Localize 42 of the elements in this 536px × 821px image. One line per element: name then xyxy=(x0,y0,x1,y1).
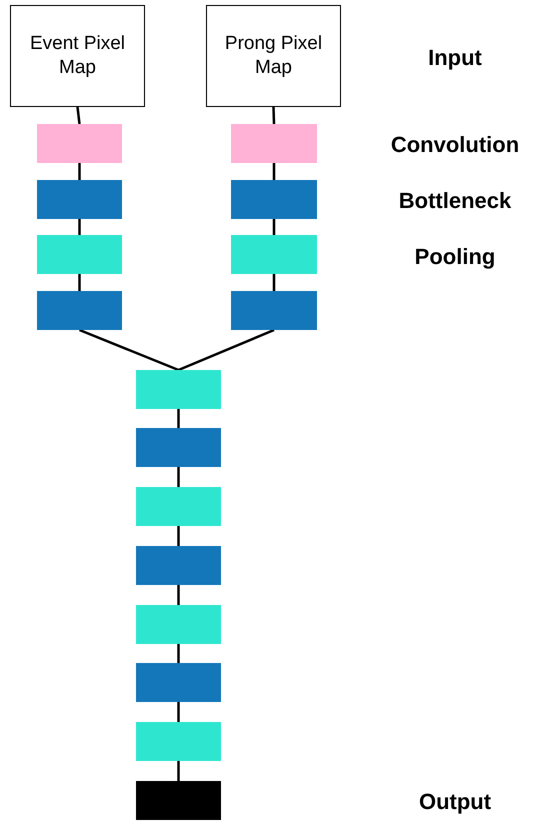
layer-block xyxy=(136,487,221,526)
connector-line xyxy=(177,702,180,722)
connector-line xyxy=(177,409,180,428)
connector-line xyxy=(78,274,81,291)
layer-block xyxy=(231,235,317,274)
layer-type-label: Convolution xyxy=(390,132,520,158)
input-label: Prong Pixel Map xyxy=(224,32,324,80)
connector-line xyxy=(272,163,276,180)
connector-line xyxy=(78,163,81,180)
connector-line xyxy=(177,526,180,546)
connector-line xyxy=(76,106,81,124)
connector-line xyxy=(272,219,276,235)
layer-block xyxy=(37,235,122,274)
connector-line xyxy=(177,585,180,605)
input-box xyxy=(206,5,341,107)
layer-block xyxy=(231,291,317,330)
layer-type-label: Pooling xyxy=(414,244,496,270)
connector-line xyxy=(272,274,276,291)
connector-line xyxy=(177,467,180,487)
layer-type-label: Output xyxy=(418,789,492,815)
connector-line xyxy=(177,644,180,663)
layer-block xyxy=(136,781,221,820)
layer-block xyxy=(37,124,122,163)
input-box xyxy=(10,5,145,107)
input-label: Event Pixel Map xyxy=(28,32,126,80)
connector-line xyxy=(177,761,180,781)
connector-line xyxy=(272,106,276,124)
layer-block xyxy=(37,180,122,219)
layer-block xyxy=(231,124,317,163)
layer-block xyxy=(136,546,221,585)
layer-block xyxy=(231,180,317,219)
layer-block xyxy=(136,370,221,409)
layer-block xyxy=(136,722,221,761)
layer-block xyxy=(136,663,221,702)
layer-block xyxy=(136,428,221,467)
layer-type-label: Bottleneck xyxy=(398,188,512,214)
layer-block xyxy=(37,291,122,330)
connector-line xyxy=(78,219,81,235)
layer-block xyxy=(136,605,221,644)
layer-type-label: Input xyxy=(428,45,482,71)
connector-line xyxy=(79,328,179,372)
connector-line xyxy=(178,328,274,372)
